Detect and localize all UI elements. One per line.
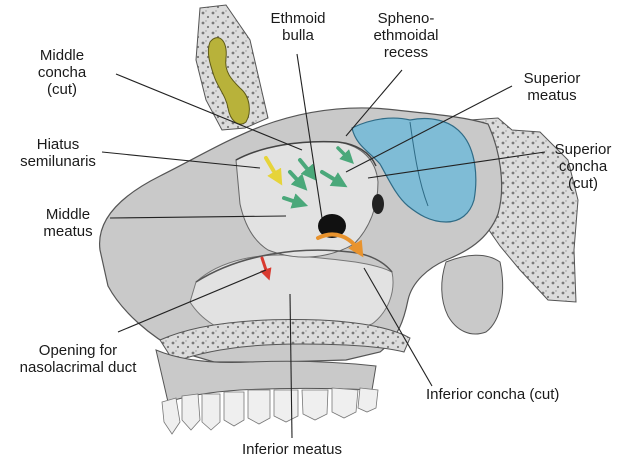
green-arrow-3 xyxy=(320,170,348,188)
frontal-sinus xyxy=(207,37,250,125)
yellow-arrow xyxy=(264,156,283,186)
inferior-concha-edge xyxy=(195,249,393,283)
leader-hiatus xyxy=(101,151,261,169)
ethmoid-bulla-opening xyxy=(318,214,346,238)
red-arrow xyxy=(260,256,272,281)
sphenoid-sinus xyxy=(351,117,477,223)
label-opening-nasolacrimal-duct: Opening for nasolacrimal duct xyxy=(19,342,137,376)
leader-middle-concha xyxy=(115,73,303,151)
hard-palate xyxy=(159,319,411,363)
leader-inferior-concha xyxy=(363,267,433,387)
middle-meatus-region xyxy=(235,141,379,258)
leader-inferior-meatus xyxy=(289,293,293,439)
label-inferior-concha-cut: Inferior concha (cut) xyxy=(426,386,560,403)
frontal-nasal-bone xyxy=(195,4,269,131)
leader-lines xyxy=(101,53,546,439)
maxilla-alveolar xyxy=(155,349,377,403)
label-middle-meatus: Middle meatus xyxy=(43,206,93,240)
label-middle-concha-cut: Middle concha (cut) xyxy=(37,47,87,98)
label-inferior-meatus: Inferior meatus xyxy=(241,441,343,458)
label-hiatus-semilunaris: Hiatus semilunaris xyxy=(20,136,96,170)
middle-concha-cut-edge xyxy=(235,140,377,167)
green-arrow-4 xyxy=(282,193,309,209)
leader-nasolacrimal xyxy=(117,269,267,333)
leader-sphenoethmoidal xyxy=(345,69,403,137)
orange-arrow xyxy=(316,232,364,258)
label-superior-meatus: Superior meatus xyxy=(523,70,581,104)
pterygoid-process xyxy=(441,254,504,335)
sphenoethmoidal-opening xyxy=(372,194,384,214)
green-arrow-1 xyxy=(288,170,308,191)
leader-superior-meatus xyxy=(345,85,513,173)
leader-ethmoid-bulla xyxy=(296,53,323,219)
label-superior-concha-cut: Superior concha (cut) xyxy=(554,141,612,192)
label-sphenoethmoidal-recess: Spheno- ethmoidal recess xyxy=(373,10,439,61)
drainage-arrows xyxy=(260,146,364,281)
label-ethmoid-bulla: Ethmoid bulla xyxy=(270,10,326,44)
leader-middle-meatus xyxy=(109,215,287,219)
maxillary-teeth xyxy=(161,387,379,435)
green-arrow-5 xyxy=(336,146,354,164)
green-arrow-2 xyxy=(298,158,318,181)
leader-superior-concha xyxy=(367,151,546,179)
